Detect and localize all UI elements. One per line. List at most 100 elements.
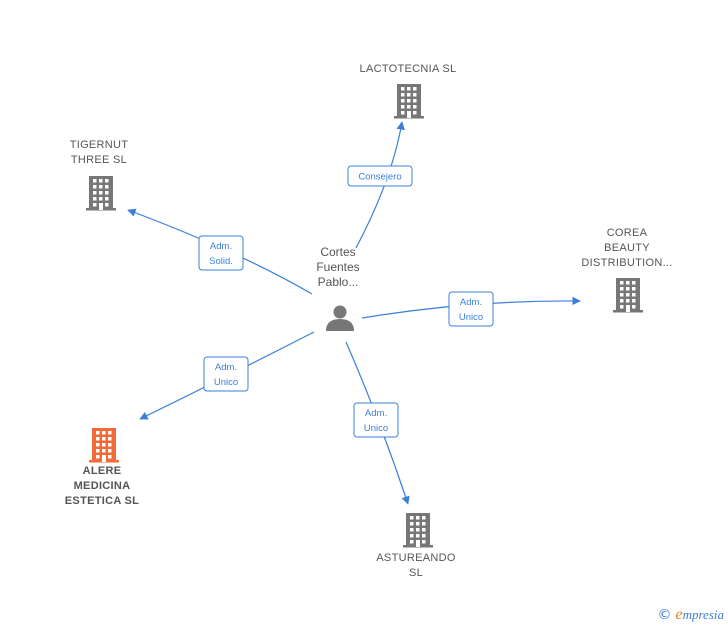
building-window [99, 179, 103, 183]
building-window [626, 287, 630, 291]
building-window [632, 305, 636, 309]
building-window [632, 287, 636, 291]
building-window [410, 528, 414, 532]
building-window [413, 93, 417, 97]
person-body [326, 319, 354, 331]
building-window [105, 179, 109, 183]
empresia-watermark: ©empresia [657, 606, 724, 624]
building-window [105, 191, 109, 195]
edge-label: Adm.Solid. [209, 241, 233, 267]
company-node-lactotecnia[interactable]: LACTOTECNIA SL [360, 63, 457, 119]
edge-label: Adm.Unico [364, 408, 388, 434]
building-window [407, 93, 411, 97]
building-door [416, 540, 420, 547]
edge-label-box [198, 235, 244, 271]
building-window [401, 105, 405, 109]
building-icon [394, 84, 424, 119]
building-window [626, 281, 630, 285]
building-window [632, 293, 636, 297]
edge-label-line: Adm. [460, 297, 482, 308]
building-window [422, 522, 426, 526]
building-window [413, 105, 417, 109]
node-label-line: TIGERNUT [70, 139, 129, 151]
edge-label: Adm. Unico [459, 297, 483, 323]
building-window [407, 99, 411, 103]
edge-label: Adm. Unico [214, 362, 238, 388]
building-window [96, 437, 100, 441]
building-window [108, 431, 112, 435]
building-window [620, 293, 624, 297]
edge-label-line: Unico [214, 377, 238, 388]
building-window [620, 299, 624, 303]
building-window [422, 528, 426, 532]
building-window [416, 534, 420, 538]
node-label-line: THREE SL [71, 154, 127, 166]
edge-label-line: Adm. [215, 362, 237, 373]
node-label: TIGERNUT THREE SL [70, 139, 129, 166]
copyright-symbol: © [657, 607, 672, 623]
edges-layer: ConsejeroAdm.Solid.Adm.UnicoAdm.UnicoAdm… [127, 121, 581, 505]
edge-label-box [448, 291, 494, 327]
building-icon [613, 278, 643, 313]
building-window [620, 287, 624, 291]
building-window [401, 99, 405, 103]
node-label-line: LACTOTECNIA SL [360, 63, 457, 75]
building-window [413, 99, 417, 103]
building-window [102, 437, 106, 441]
building-window [410, 516, 414, 520]
edge-label-box [347, 165, 413, 187]
node-label-line: BEAUTY [604, 242, 650, 254]
building-window [102, 443, 106, 447]
building-window [105, 185, 109, 189]
building-window [410, 534, 414, 538]
building-window [407, 87, 411, 91]
building-window [93, 185, 97, 189]
building-window [96, 443, 100, 447]
building-icon [403, 513, 433, 548]
edge-astureando[interactable]: Adm.Unico [345, 341, 410, 505]
node-label: LACTOTECNIA SL [360, 63, 457, 75]
node-label-line: Pablo... [318, 275, 359, 289]
building-window [632, 299, 636, 303]
building-window [108, 449, 112, 453]
building-icon [89, 428, 119, 463]
edge-tigernut[interactable]: Adm.Solid. [127, 208, 313, 295]
edge-alere[interactable]: Adm. Unico [139, 331, 315, 420]
building-window [632, 281, 636, 285]
edge-label-line: Solid. [209, 256, 233, 267]
building-window [93, 197, 97, 201]
edge-label-line: Consejero [358, 172, 401, 183]
building-window [620, 281, 624, 285]
company-node-tigernut[interactable]: TIGERNUT THREE SL [70, 139, 129, 211]
building-door [102, 455, 106, 462]
edge-label-line: Unico [459, 312, 483, 323]
building-window [99, 185, 103, 189]
edge-corea[interactable]: Adm. Unico [361, 291, 581, 327]
edge-label-line: Unico [364, 423, 388, 434]
building-door [626, 305, 630, 312]
building-window [96, 455, 100, 459]
building-door [407, 111, 411, 118]
building-window [105, 197, 109, 201]
person-icon [326, 305, 354, 331]
building-window [416, 516, 420, 520]
building-window [108, 443, 112, 447]
edge-lactotecnia[interactable]: Consejero [347, 121, 413, 249]
building-door [99, 203, 103, 210]
node-label-line: MEDICINA [74, 480, 131, 492]
building-window [413, 111, 417, 115]
building-window [102, 431, 106, 435]
building-window [401, 87, 405, 91]
edge-label-box [353, 402, 399, 438]
building-window [626, 293, 630, 297]
